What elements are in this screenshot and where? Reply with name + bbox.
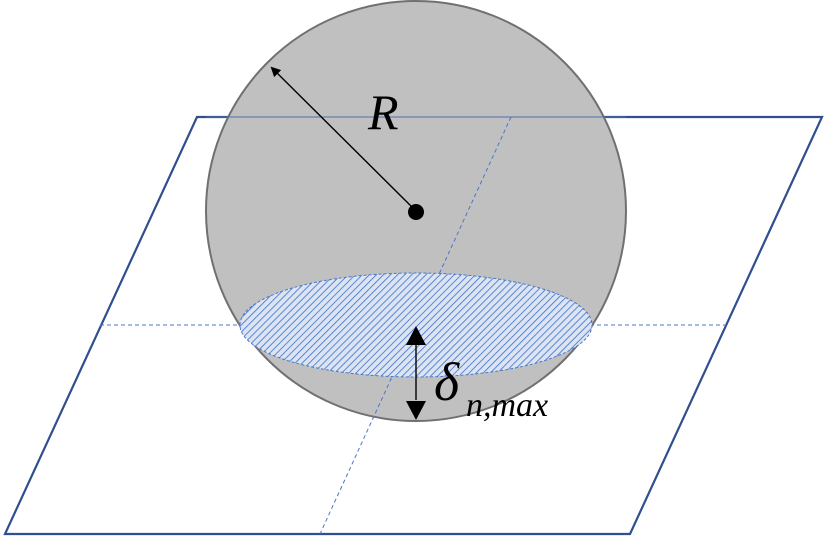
penetration-arrow-bottom-head — [406, 401, 426, 420]
penetration-label-symbol: δ — [434, 352, 460, 412]
penetration-label-subscript: n,max — [466, 387, 548, 424]
radius-label: R — [367, 84, 399, 140]
penetration-arrow-top-head — [406, 326, 426, 345]
sphere-center-dot — [408, 204, 424, 220]
radius-arrow — [270, 66, 417, 212]
